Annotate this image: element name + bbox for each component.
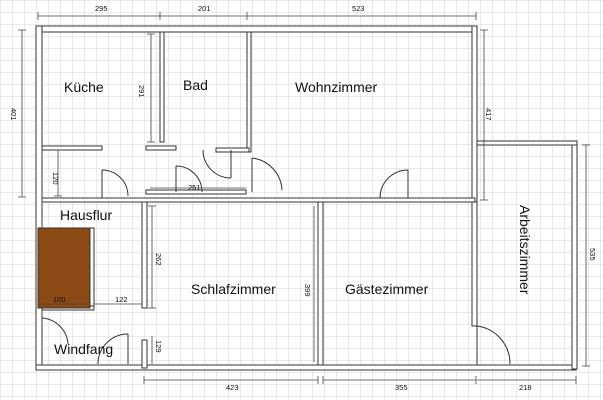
dim-arbeits-height: 535 [588, 248, 597, 261]
room-label-windfang: Windfang [54, 341, 113, 357]
dim-top-wohnzimmer: 523 [352, 4, 365, 13]
dim-bad-width-inner: 251 [188, 183, 201, 192]
dim-bottom-gaeste: 355 [395, 383, 408, 392]
dim-windfang-height: 129 [154, 340, 163, 353]
doors [41, 149, 511, 365]
staircase [37, 227, 91, 309]
dim-top-bad: 201 [198, 4, 211, 13]
dim-flur-small: 120 [51, 172, 60, 185]
dim-wohn-height: 417 [484, 108, 493, 121]
dim-bad-height: 291 [137, 85, 146, 98]
dim-bottom-arbeits: 218 [519, 383, 532, 392]
dim-windfang-width: 122 [115, 295, 128, 304]
room-label-kueche: Küche [64, 79, 104, 95]
dimension-lines [18, 12, 590, 384]
dim-bottom-schlaf: 423 [226, 383, 239, 392]
room-label-arbeitszimmer: Arbeitszimmer [517, 205, 533, 295]
room-label-hausflur: Hausflur [60, 207, 112, 223]
room-label-gaestezimmer: Gästezimmer [345, 281, 429, 297]
dim-left-total: 401 [9, 108, 18, 121]
dim-schlaf-mid: 399 [303, 284, 312, 297]
room-label-bad: Bad [183, 77, 208, 93]
room-label-wohnzimmer: Wohnzimmer [295, 79, 378, 95]
dim-stair-width: 100 [53, 295, 66, 304]
dim-top-kueche: 295 [95, 4, 108, 13]
dim-schlaf-height: 262 [154, 253, 163, 266]
walls [35, 25, 578, 371]
room-label-schlafzimmer: Schlafzimmer [191, 281, 276, 297]
